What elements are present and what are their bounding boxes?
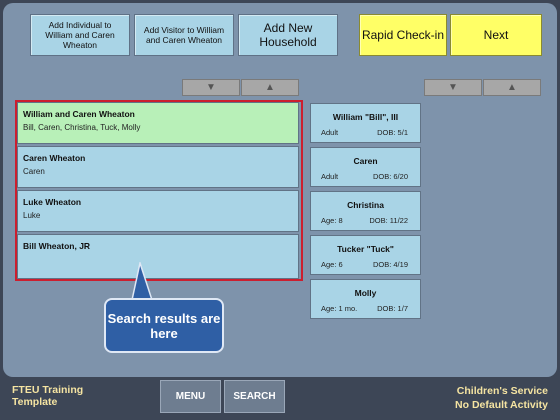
household-member-card[interactable]: Caren Adult DOB: 6/20 (310, 147, 421, 187)
search-result-item[interactable]: Bill Wheaton, JR (17, 234, 299, 279)
service-info: Children's Service No Default Activity (455, 384, 548, 412)
template-name: FTEU Training Template (12, 384, 83, 408)
member-name: Christina (347, 200, 384, 210)
member-dob: DOB: 11/22 (369, 216, 408, 225)
member-dob: DOB: 4/19 (372, 260, 408, 269)
household-member-card[interactable]: Christina Age: 8 DOB: 11/22 (310, 191, 421, 231)
member-age: Age: 6 (321, 260, 343, 269)
member-age: Adult (321, 128, 339, 137)
people-scroll-down-button[interactable]: ▼ (424, 79, 482, 96)
template-name-line2: Template (12, 396, 58, 408)
add-visitor-button[interactable]: Add Visitor to William and Caren Wheaton (134, 14, 234, 56)
member-dob: DOB: 1/7 (377, 304, 408, 313)
result-name: Bill Wheaton, JR (23, 241, 91, 251)
result-name: Caren Wheaton (23, 153, 86, 163)
result-members: Luke (23, 211, 41, 220)
triangle-up-icon: ▲ (507, 82, 517, 93)
people-scroll-up-button[interactable]: ▲ (483, 79, 541, 96)
member-name: William "Bill", III (332, 112, 399, 122)
household-member-card[interactable]: Molly Age: 1 mo. DOB: 1/7 (310, 279, 421, 319)
member-age: Adult (321, 172, 339, 181)
service-name: Children's Service (456, 385, 548, 397)
add-individual-button[interactable]: Add Individual to William and Caren Whea… (30, 14, 130, 56)
menu-button[interactable]: MENU (160, 380, 221, 413)
next-button[interactable]: Next (450, 14, 542, 56)
search-result-item[interactable]: William and Caren Wheaton Bill, Caren, C… (17, 102, 299, 144)
triangle-down-icon: ▼ (448, 82, 458, 93)
household-member-card[interactable]: Tucker "Tuck" Age: 6 DOB: 4/19 (310, 235, 421, 275)
search-result-item[interactable]: Caren Wheaton Caren (17, 146, 299, 188)
template-name-line1: FTEU Training (12, 384, 84, 396)
search-results-callout: Search results are here (104, 298, 224, 353)
member-name: Tucker "Tuck" (337, 244, 394, 254)
add-household-button[interactable]: Add New Household (238, 14, 338, 56)
result-members: Bill, Caren, Christina, Tuck, Molly (23, 123, 141, 132)
search-button[interactable]: SEARCH (224, 380, 285, 413)
triangle-up-icon: ▲ (265, 82, 275, 93)
result-name: William and Caren Wheaton (23, 109, 135, 119)
member-name: Molly (354, 288, 377, 298)
results-scroll-down-button[interactable]: ▼ (182, 79, 240, 96)
callout-pointer (131, 262, 154, 301)
member-dob: DOB: 6/20 (372, 172, 408, 181)
member-age: Age: 1 mo. (321, 304, 358, 313)
results-scroll-up-button[interactable]: ▲ (241, 79, 299, 96)
result-members: Caren (23, 167, 45, 176)
triangle-down-icon: ▼ (206, 82, 216, 93)
member-name: Caren (353, 156, 378, 166)
search-result-item[interactable]: Luke Wheaton Luke (17, 190, 299, 232)
rapid-checkin-button[interactable]: Rapid Check-in (359, 14, 447, 56)
member-age: Age: 8 (321, 216, 343, 225)
result-name: Luke Wheaton (23, 197, 82, 207)
household-member-card[interactable]: William "Bill", III Adult DOB: 5/1 (310, 103, 421, 143)
search-results-highlight (15, 100, 303, 281)
member-dob: DOB: 5/1 (377, 128, 408, 137)
activity-name: No Default Activity (455, 399, 548, 411)
